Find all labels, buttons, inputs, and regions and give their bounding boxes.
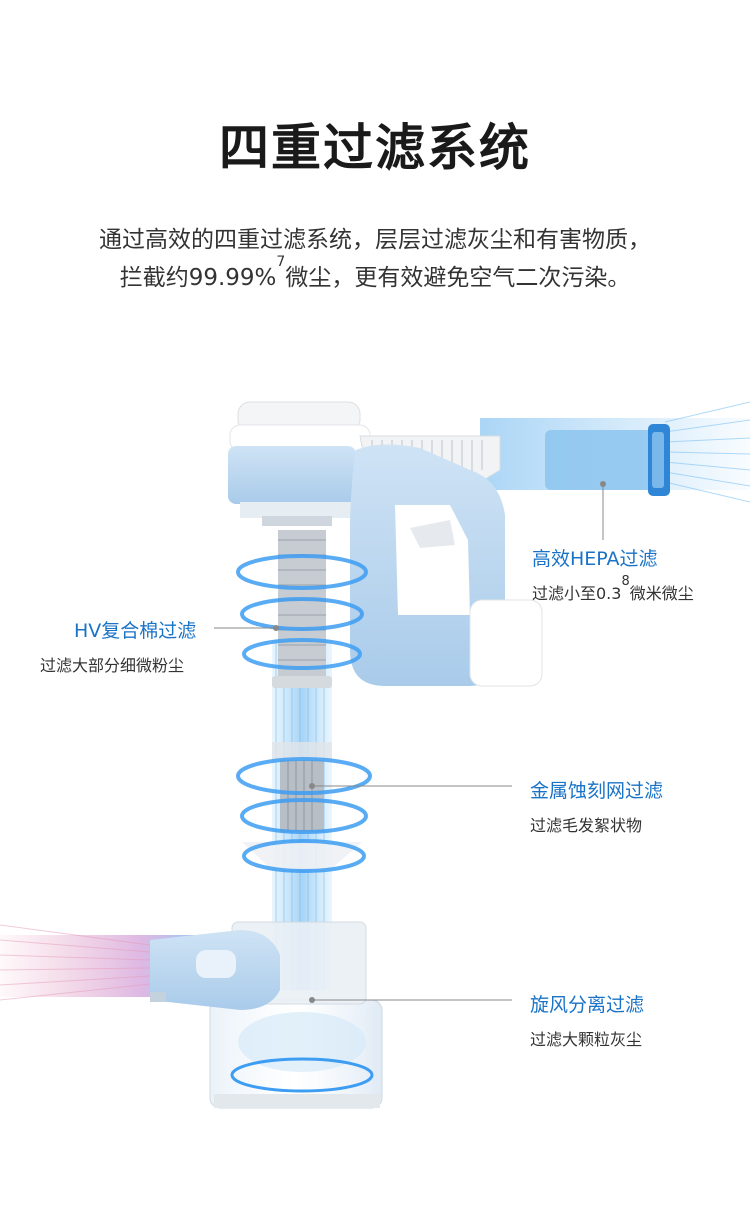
metal-mesh-filter [242,742,362,870]
leader-dots [273,481,606,1003]
hv-filter-desc: 过滤大部分细微粉尘 [40,656,185,675]
description-text-b: 微尘，更有效避免空气二次污染。 [285,265,631,291]
handle [350,435,543,687]
intake-nozzle [150,930,280,1010]
description-line-1: 通过高效的四重过滤系统，层层过滤灰尘和有害物质， [99,227,651,253]
description-line-2: 拦截约99.99%7微尘，更有效避免空气二次污染。 [0,254,750,292]
hepa-filter [545,424,670,496]
hepa-desc-a: 过滤小至0.3 [532,584,622,603]
hepa-desc-b: 微米微尘 [629,584,694,603]
cyclone-filter-title: 旋风分离过滤 [530,994,645,1016]
description-text-a: 拦截约99.99% [119,265,277,291]
hepa-filter-title: 高效HEPA过滤 [532,548,658,570]
hv-filter-title: HV复合棉过滤 [74,620,197,642]
swirl-rings-middle [236,757,372,873]
footnote-marker: 7 [276,254,286,270]
metal-filter-desc: 过滤毛发絮状物 [530,816,643,835]
cyclone-filter-desc: 过滤大颗粒灰尘 [530,1030,643,1049]
hepa-footnote-marker: 8 [621,574,630,589]
hv-cotton-filter [272,530,332,688]
motor-head [228,401,371,526]
page-title: 四重过滤系统 [219,119,531,177]
swirl-rings-upper [236,554,368,670]
hepa-filter-desc: 过滤小至0.38微米微尘 [532,574,694,604]
metal-filter-title: 金属蚀刻网过滤 [530,780,664,802]
leader-lines [214,484,604,1001]
